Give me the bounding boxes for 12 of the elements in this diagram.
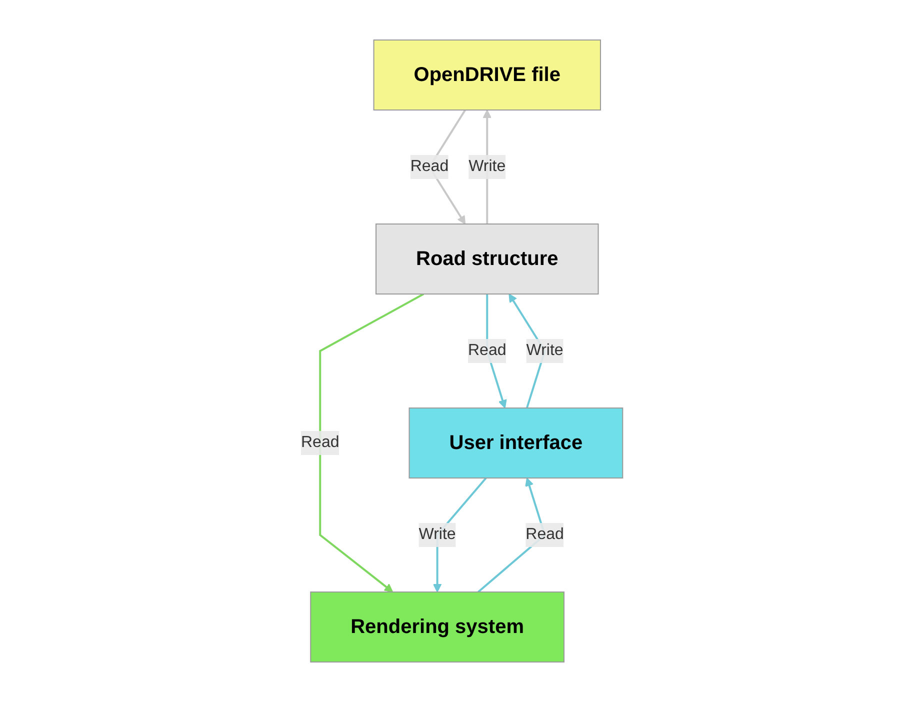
arrow [319, 293, 424, 592]
edge-label: Read [301, 434, 340, 451]
node-box: Road structure [376, 224, 599, 294]
edge-label: Write [468, 158, 506, 175]
edge-label: Read [526, 526, 564, 543]
edge-label: Write [418, 526, 456, 543]
node-box: Rendering system [310, 592, 565, 662]
edge-label: Write [526, 342, 564, 359]
edge-label: Read [468, 342, 506, 359]
edge-label: Read [410, 158, 449, 175]
node-box: OpenDRIVE file [373, 40, 602, 110]
node-box: User interface [408, 408, 624, 478]
